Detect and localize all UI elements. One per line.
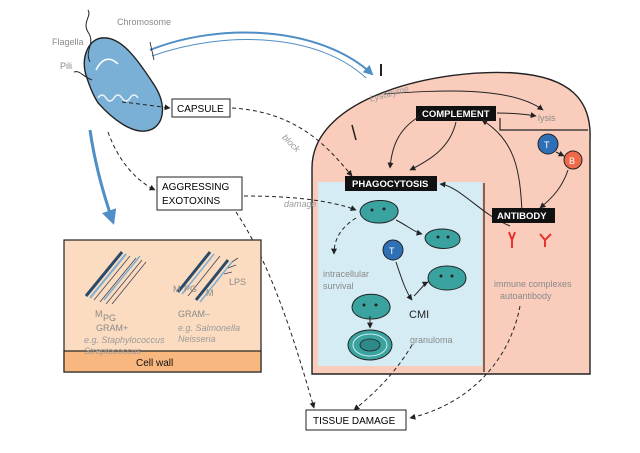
bacterium-to-exotoxins-arrow — [107, 131, 156, 191]
immune-complexes-label: immune complexes — [494, 279, 572, 289]
b-cell-label: B — [569, 156, 575, 166]
phagocyte-3 — [427, 265, 467, 291]
t-cell-upper — [537, 133, 559, 155]
immune-to-tissue-arrow — [409, 305, 521, 420]
exotoxins-tissue-arrow — [235, 211, 316, 409]
bacterium — [73, 9, 164, 132]
b-cell — [563, 150, 583, 170]
t-to-b-arrow — [555, 150, 565, 157]
lysozyme-arrow — [383, 90, 544, 111]
complement-box — [416, 106, 496, 121]
flagellum — [85, 9, 92, 63]
granuloma-label: granuloma — [410, 335, 453, 345]
capsule-label: CAPSULE — [177, 104, 224, 115]
t-cell-upper-label: T — [544, 140, 550, 150]
bacterium-to-host-arrow — [149, 31, 374, 76]
gram-negative-wall — [176, 251, 239, 303]
exotoxins-damage-arrow — [243, 195, 357, 211]
cell-wall-bar — [63, 350, 262, 373]
autoantibody-label: autoantibody — [500, 291, 552, 301]
gram-pos-m: M — [95, 309, 103, 319]
damage-label: damage — [284, 199, 317, 209]
granuloma-cells — [347, 329, 393, 361]
antibody-box — [492, 208, 555, 223]
gram-neg-examples-2: Neisseria — [178, 334, 216, 344]
bacterium-to-capsule-arrow — [121, 101, 171, 111]
antibody-to-complement-arrow — [481, 119, 523, 213]
capsule-box — [171, 98, 231, 118]
gram-pos-label: GRAM+ — [96, 323, 128, 333]
phagocyte-2 — [424, 228, 461, 249]
chromosome-coil — [97, 94, 139, 102]
complement-to-phago-arrow-2 — [409, 121, 457, 171]
block-label: block — [280, 132, 302, 154]
phagocytosis-label: PHAGOCYTOSIS — [352, 179, 428, 190]
aggressing-exotoxins-box — [156, 176, 243, 211]
divider-top — [499, 118, 588, 131]
flagella-label: Flagella — [52, 37, 84, 47]
cmi-label: CMI — [409, 309, 429, 321]
t-cell-cmi-label: T — [389, 246, 395, 256]
b-to-antibody-arrow — [539, 169, 569, 209]
gram-neg-lps: LPS — [229, 277, 246, 287]
phago-to-survival-arrow — [331, 217, 357, 255]
granuloma-to-tissue-arrow — [353, 344, 413, 411]
survival-label: survival — [323, 281, 354, 291]
tissue-damage-box — [305, 409, 407, 431]
capsule-block-arrow — [231, 107, 353, 177]
gram-positive-wall — [84, 251, 147, 305]
cmi-to-phagocyte-arrow — [413, 281, 429, 297]
bacterium-to-cellwall-arrow — [88, 129, 117, 225]
intracellular-label: intracellular — [323, 269, 369, 279]
complement-to-phago-arrow-1 — [387, 115, 421, 169]
chromosome-label: Chromosome — [117, 17, 171, 27]
complement-to-lysis-arrow — [496, 112, 537, 118]
phagocytosis-box — [345, 176, 437, 191]
gram-neg-pg: PG — [184, 284, 197, 294]
gram-neg-m2: M — [206, 288, 214, 298]
phagocyte-1 — [359, 199, 399, 224]
complement-label: COMPLEMENT — [422, 109, 490, 120]
cell-wall-title: Cell wall — [136, 358, 173, 369]
gram-neg-label: GRAM– — [178, 309, 210, 319]
tissue-damage-label: TISSUE DAMAGE — [313, 416, 396, 427]
gram-pos-examples-2: Streptococcus — [84, 346, 142, 356]
exotoxins-label: EXOTOXINS — [162, 196, 220, 207]
t-cell-cmi — [382, 239, 404, 261]
antibody-glyph-2 — [539, 233, 552, 247]
lysis-label: lysis — [538, 113, 556, 123]
pili-label: Pili — [60, 61, 72, 71]
gram-neg-m1: M — [173, 284, 181, 294]
gram-neg-examples-1: e.g. Salmonella — [178, 323, 240, 333]
antibody-glyph-1 — [508, 231, 516, 248]
antibody-label: ANTIBODY — [497, 211, 547, 222]
aggressing-label: AGGRESSING — [162, 182, 229, 193]
t-to-cmi-arrow — [395, 261, 413, 301]
gram-pos-pg: PG — [103, 313, 116, 323]
pilus — [73, 71, 93, 81]
gram-pos-examples-1: e.g. Staphylococcus — [84, 335, 165, 345]
phagocyte-4 — [351, 293, 391, 320]
